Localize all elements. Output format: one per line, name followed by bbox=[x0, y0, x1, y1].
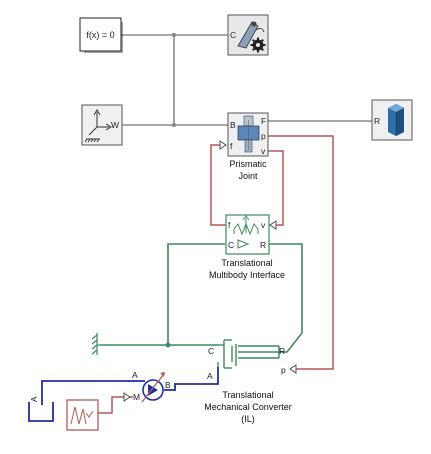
prismatic-joint-name-1: Prismatic bbox=[229, 159, 267, 169]
reservoir-block[interactable]: A bbox=[28, 396, 54, 422]
junction-node-top bbox=[171, 32, 177, 38]
converter-name-1: Translational bbox=[222, 390, 273, 400]
signal-source-block[interactable] bbox=[66, 399, 99, 431]
converter-port-a: A bbox=[207, 371, 213, 381]
mechanical-translational-connections bbox=[100, 243, 303, 353]
world-port-w: W bbox=[111, 120, 119, 130]
wire-interface-c-to-ground[interactable] bbox=[167, 243, 225, 345]
wire-joint-p-to-converter-p[interactable] bbox=[268, 135, 334, 370]
pump-port-b: B bbox=[165, 380, 171, 390]
wire-interface-r-to-converter-r[interactable] bbox=[269, 243, 303, 353]
solver-configuration-label: f(x) = 0 bbox=[86, 30, 114, 40]
converter-port-c: C bbox=[208, 346, 214, 356]
signal-waveform-icon bbox=[70, 406, 94, 425]
prismatic-joint-name-2: Joint bbox=[238, 171, 258, 181]
pump-port-a: A bbox=[132, 370, 138, 380]
wire-interface-f-to-joint-f[interactable] bbox=[210, 144, 226, 226]
mechanical-reference-ground[interactable] bbox=[91, 333, 100, 355]
reservoir-port-a: A bbox=[29, 396, 39, 402]
translational-multibody-interface-block[interactable]: f v C R Translational Multibody Interfac… bbox=[209, 214, 285, 280]
world-frame-block[interactable]: W bbox=[81, 104, 123, 146]
converter-port-r: R bbox=[279, 346, 285, 356]
pump-block[interactable]: A B M bbox=[123, 370, 171, 403]
mechanical-junction-node bbox=[165, 342, 171, 348]
interface-port-r: R bbox=[260, 240, 266, 250]
spring-damper-icon bbox=[233, 215, 259, 249]
interface-name-1: Translational bbox=[221, 258, 272, 268]
solid-box-icon bbox=[388, 104, 404, 136]
pump-input-arrow bbox=[123, 392, 131, 402]
prismatic-port-f-in: f bbox=[230, 141, 233, 151]
prismatic-port-p: p bbox=[261, 131, 266, 141]
wire-source-to-pump-m[interactable] bbox=[98, 396, 133, 414]
mechanism-port-c: C bbox=[230, 30, 236, 40]
rigid-body-port-r: R bbox=[374, 116, 380, 126]
interface-port-c: C bbox=[228, 240, 234, 250]
prismatic-port-v: v bbox=[261, 146, 266, 156]
interface-port-v: v bbox=[261, 220, 266, 230]
converter-port-p: p bbox=[281, 365, 286, 375]
prismatic-port-b: B bbox=[230, 120, 236, 130]
prismatic-joint-block[interactable]: B f F p v Prismatic Joint bbox=[219, 112, 269, 181]
converter-name-3: (IL) bbox=[241, 414, 255, 424]
prismatic-port-f-out: F bbox=[261, 116, 266, 126]
wire-pump-b-to-converter-a[interactable] bbox=[164, 367, 219, 391]
mechanism-configuration-block[interactable]: C bbox=[227, 14, 269, 56]
rigid-body-block[interactable]: R bbox=[371, 99, 413, 141]
interface-input-arrow bbox=[269, 220, 277, 230]
physical-signal-connections bbox=[98, 135, 334, 414]
solver-configuration-block[interactable]: f(x) = 0 bbox=[79, 17, 123, 53]
interface-name-2: Multibody Interface bbox=[209, 270, 285, 280]
mechanism-gear-icon bbox=[237, 21, 266, 53]
converter-name-2: Mechanical Converter bbox=[204, 402, 292, 412]
world-frame-axes-icon bbox=[84, 109, 112, 143]
wire-reservoir-to-pump-a[interactable] bbox=[41, 380, 145, 405]
isothermal-liquid-connections bbox=[41, 367, 219, 405]
converter-input-arrow bbox=[289, 364, 297, 374]
reservoir-tank-icon bbox=[28, 402, 54, 422]
prismatic-joint-icon bbox=[237, 115, 260, 153]
junction-node-mid bbox=[171, 122, 177, 128]
wire-joint-v-to-interface-v[interactable] bbox=[268, 150, 284, 226]
prismatic-input-arrow bbox=[219, 140, 227, 150]
pump-port-m: M bbox=[133, 392, 140, 402]
translational-mechanical-converter-block[interactable]: C R A p Translational Mechanical Convert… bbox=[204, 339, 297, 424]
pump-symbol-icon bbox=[141, 372, 165, 403]
interface-port-f: f bbox=[228, 220, 231, 230]
converter-cylinder-icon bbox=[217, 339, 280, 369]
